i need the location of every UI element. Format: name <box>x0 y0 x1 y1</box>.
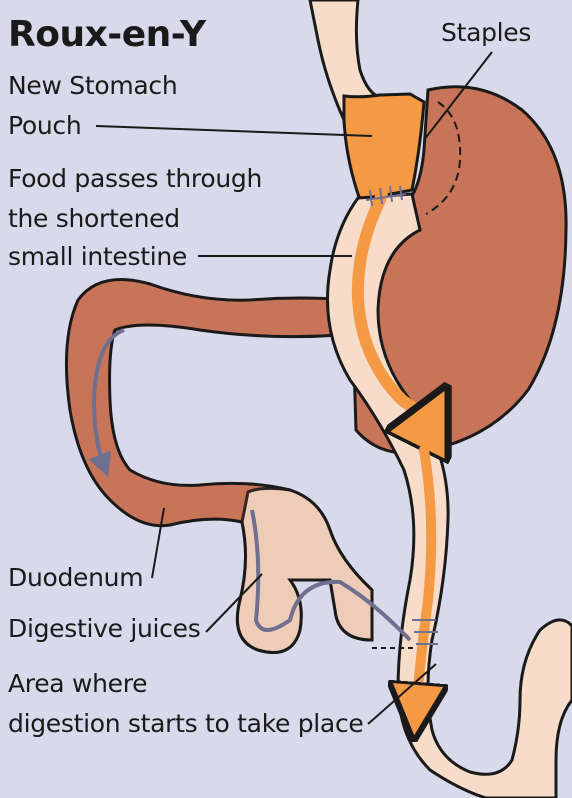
pouch-label-line2: Pouch <box>8 110 81 141</box>
area-label-line1: Area where <box>8 668 147 699</box>
staples-label: Staples <box>441 17 531 48</box>
food-label-line1: Food passes through <box>8 163 262 194</box>
leader-pouch <box>96 126 372 136</box>
pouch-label-line1: New Stomach <box>8 70 177 101</box>
diagram-title: Roux-en-Y <box>8 14 206 55</box>
food-label-line3: small intestine <box>8 241 187 272</box>
duodenum-label: Duodenum <box>8 562 143 593</box>
food-label-line2: the shortened <box>8 203 180 234</box>
juices-label: Digestive juices <box>8 613 200 644</box>
area-label-line2: digestion starts to take place <box>8 708 363 739</box>
